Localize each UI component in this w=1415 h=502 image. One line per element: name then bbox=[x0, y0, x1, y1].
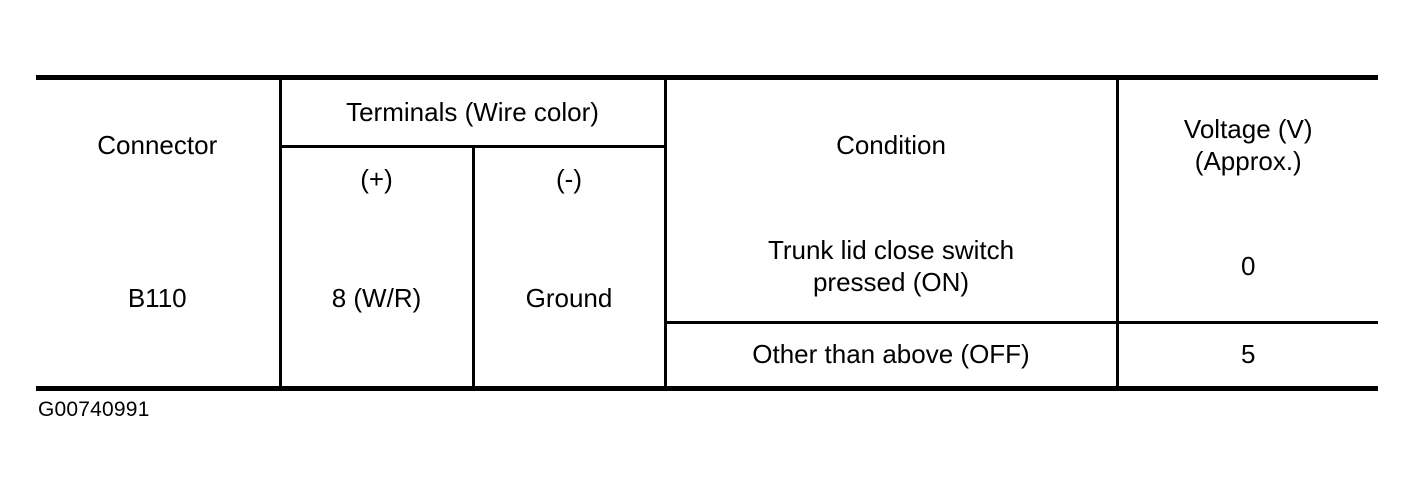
table-row: B110 8 (W/R) Ground Trunk lid close swit… bbox=[36, 212, 1378, 391]
header-terminal-negative: (-) bbox=[473, 146, 667, 212]
table-header-row-upper: Connector Terminals (Wire color) Conditi… bbox=[36, 75, 1378, 212]
table-row: Other than above (OFF) 5 bbox=[36, 322, 1378, 391]
condition-on-line1: Trunk lid close switch bbox=[767, 234, 1015, 265]
header-voltage: Voltage (V) (Approx.) bbox=[1117, 75, 1378, 212]
cell-voltage-off: 5 bbox=[1117, 322, 1378, 391]
header-terminals-group: Terminals (Wire color) bbox=[280, 75, 667, 148]
header-terminal-positive: (+) bbox=[280, 146, 475, 212]
header-connector: Connector bbox=[36, 75, 282, 212]
header-voltage-line1: Voltage (V) bbox=[1183, 114, 1313, 145]
table-header-row-lower: (+) (-) bbox=[36, 146, 1378, 212]
condition-on-line2: pressed (ON) bbox=[812, 266, 970, 297]
voltage-specification-table: Connector Terminals (Wire color) Conditi… bbox=[36, 75, 1378, 391]
cell-voltage-on: 0 bbox=[1117, 212, 1378, 324]
header-voltage-line2: (Approx.) bbox=[1194, 146, 1302, 176]
cell-terminal-positive: 8 (W/R) bbox=[280, 212, 475, 391]
cell-terminal-negative: Ground bbox=[473, 212, 667, 391]
cell-connector: B110 bbox=[36, 212, 282, 391]
header-condition: Condition bbox=[665, 75, 1119, 212]
cell-condition-on: Trunk lid close switch pressed (ON) bbox=[665, 212, 1119, 324]
cell-condition-off: Other than above (OFF) bbox=[665, 322, 1119, 391]
figure-caption: G00740991 bbox=[38, 398, 150, 421]
